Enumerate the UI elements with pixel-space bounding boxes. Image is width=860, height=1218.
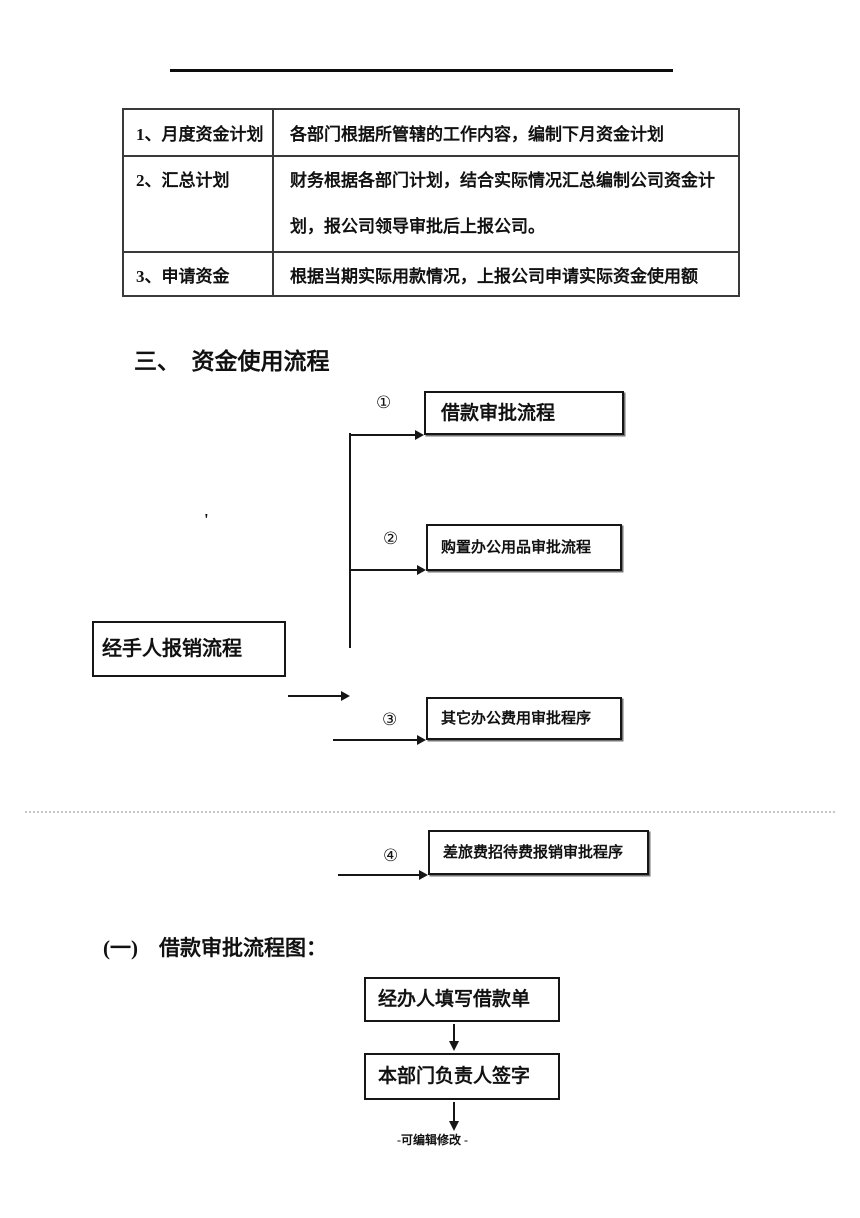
- subsection-heading: (一) 借款审批流程图：: [103, 936, 327, 960]
- flow-box-travel-entertainment-reimbursement: 差旅费招待费报销审批程序: [428, 830, 649, 875]
- content-line: 财务根据各部门计划，结合实际情况汇总编制公司资金计: [290, 171, 715, 190]
- page-break-dotted-line: [25, 811, 835, 813]
- flow-box-office-supplies-approval: 购置办公用品审批流程: [426, 524, 622, 571]
- row-label: 1、月度资金计划: [122, 108, 274, 157]
- section-heading: 三、 资金使用流程: [134, 349, 330, 374]
- content-line: 划，报公司领导审批后上报公司。: [290, 217, 545, 236]
- branch-number-4: ④: [383, 846, 399, 865]
- top-rule-divider: [170, 69, 673, 72]
- table-row: 3、申请资金 根据当期实际用款情况，上报公司申请实际资金使用额: [122, 251, 740, 297]
- row-content: 财务根据各部门计划，结合实际情况汇总编制公司资金计 划，报公司领导审批后上报公司…: [272, 155, 740, 253]
- row-content: 根据当期实际用款情况，上报公司申请实际资金使用额: [272, 251, 740, 297]
- table-row: 2、汇总计划 财务根据各部门计划，结合实际情况汇总编制公司资金计 划，报公司领导…: [122, 155, 740, 253]
- flow-box-other-office-expense-approval: 其它办公费用审批程序: [426, 697, 622, 740]
- branch-connector-line: [349, 433, 351, 648]
- arrow-to-branch-1: [350, 429, 424, 440]
- branch-number-3: ③: [382, 710, 398, 729]
- arrow-to-branch-2: [350, 564, 426, 575]
- arrow-down-step-2: [448, 1102, 459, 1131]
- arrow-to-branch-4: [338, 869, 428, 880]
- flow-box-department-head-signature: 本部门负责人签字: [364, 1053, 560, 1100]
- branch-number-2: ②: [383, 529, 399, 548]
- flow-box-loan-approval: 借款审批流程: [424, 391, 624, 435]
- row-content: 各部门根据所管辖的工作内容，编制下月资金计划: [272, 108, 740, 157]
- funding-plan-table: 1、月度资金计划 各部门根据所管辖的工作内容，编制下月资金计划 2、汇总计划 财…: [122, 108, 740, 297]
- content-line: 根据当期实际用款情况，上报公司申请实际资金使用额: [290, 266, 698, 286]
- arrow-to-branch-3: [333, 734, 426, 745]
- content-line: 各部门根据所管辖的工作内容，编制下月资金计划: [290, 125, 664, 144]
- branch-number-1: ①: [376, 393, 392, 412]
- table-row: 1、月度资金计划 各部门根据所管辖的工作内容，编制下月资金计划: [122, 108, 740, 157]
- arrow-from-source-box: [288, 690, 350, 701]
- arrow-down-step-1: [448, 1024, 459, 1051]
- flow-box-fill-loan-form: 经办人填写借款单: [364, 977, 560, 1022]
- flow-box-handler-reimbursement: 经手人报销流程: [92, 621, 286, 677]
- stray-tick-mark: ': [204, 510, 209, 529]
- row-label: 2、汇总计划: [122, 155, 274, 253]
- row-label: 3、申请资金: [122, 251, 274, 297]
- page-footer: -可编辑修改 -: [397, 1133, 468, 1147]
